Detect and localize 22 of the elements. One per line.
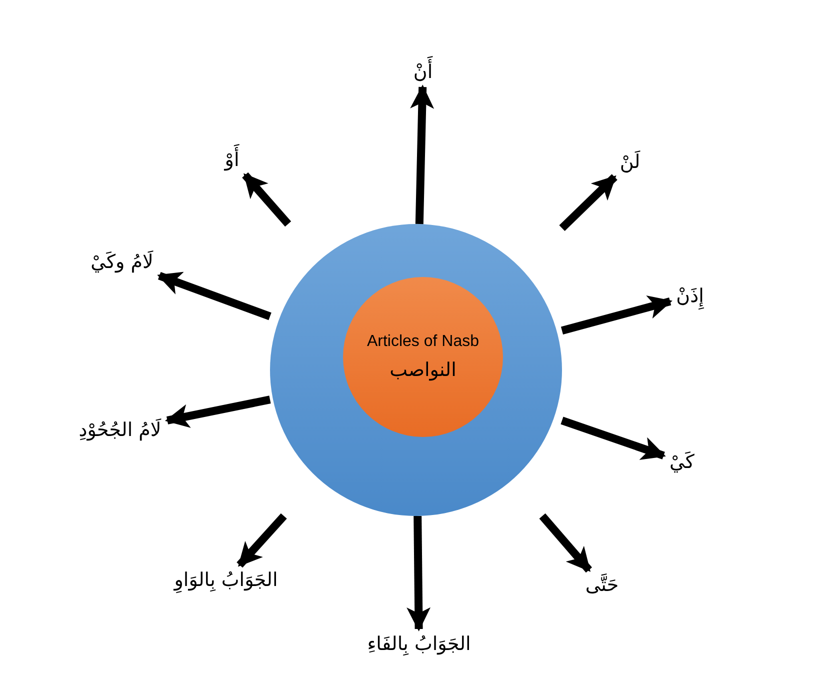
- arrow: [157, 272, 272, 320]
- arrow: [164, 396, 271, 428]
- circle-label: النواصب: [390, 359, 456, 381]
- word-label: كَيْ: [664, 447, 700, 477]
- circle-label: Articles of Nasb: [366, 333, 480, 351]
- arrow: [560, 295, 672, 334]
- arrow: [410, 84, 434, 224]
- arrow: [406, 516, 431, 632]
- arrow: [242, 172, 292, 227]
- arrow: [236, 513, 287, 568]
- word-label: الجَوَابُ بِالوَاوِ: [168, 565, 284, 595]
- word-label: لَامُ وكَيْ: [84, 247, 160, 277]
- word-label: لَامُ الجُحُوْدِ: [72, 415, 168, 445]
- word-label: أَوْ: [218, 145, 246, 175]
- arrow: [559, 174, 618, 231]
- word-label: إِذَنْ: [670, 281, 710, 311]
- arrow: [560, 416, 666, 460]
- word-label: الجَوَابُ بِالفَاءِ: [361, 629, 477, 659]
- word-label: أَنْ: [407, 57, 439, 87]
- arrow: [539, 513, 592, 573]
- word-label: لَنْ: [614, 147, 646, 177]
- word-label: حَتَّى: [579, 570, 625, 600]
